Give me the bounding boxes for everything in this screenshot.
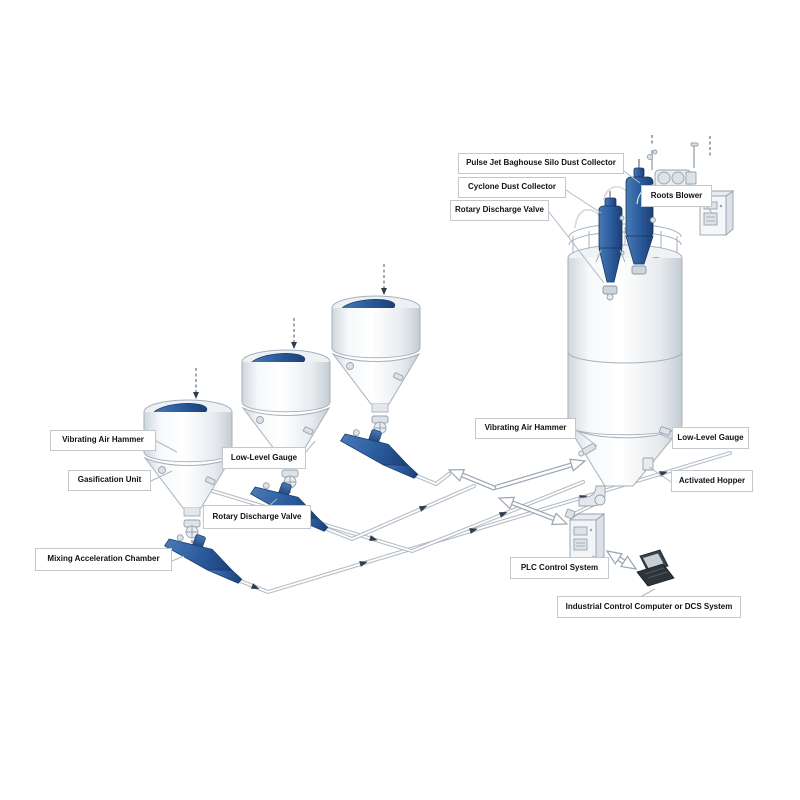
label-low-level-gauge-right: Low-Level Gauge — [672, 427, 749, 449]
label-industrial-control-computer: Industrial Control Computer or DCS Syste… — [557, 596, 741, 618]
label-vibrating-air-hammer-right: Vibrating Air Hammer — [475, 418, 576, 439]
label-pulse-jet-baghouse: Pulse Jet Baghouse Silo Dust Collector — [458, 153, 624, 174]
rotary-discharge-valve-cyclone — [602, 285, 618, 301]
label-cyclone-dust-collector: Cyclone Dust Collector — [458, 177, 566, 198]
feed-hopper-middle — [241, 317, 331, 502]
label-gasification-unit: Gasification Unit — [68, 470, 151, 491]
rotary-discharge-valve-baghouse — [631, 265, 647, 275]
label-low-level-gauge-mid: Low-Level Gauge — [222, 447, 306, 469]
label-leaders — [150, 165, 714, 598]
label-roots-blower: Roots Blower — [641, 185, 712, 207]
label-rotary-discharge-valve-top: Rotary Discharge Valve — [450, 200, 549, 221]
feed-hoppers — [143, 263, 428, 585]
mixing-chamber-front — [160, 524, 252, 585]
label-plc-control-system: PLC Control System — [510, 557, 609, 579]
label-mixing-acceleration-chamber: Mixing Acceleration Chamber — [35, 548, 172, 571]
laptop — [636, 549, 675, 587]
label-vibrating-air-hammer-left: Vibrating Air Hammer — [50, 430, 156, 451]
roots-blower-unit — [636, 135, 711, 205]
label-activated-hopper: Activated Hopper — [671, 470, 753, 492]
cyclone-dust-collector — [574, 191, 626, 301]
control-signal-arrows — [497, 496, 638, 570]
plc-cabinet — [568, 513, 606, 563]
junction-signal-arrows — [447, 458, 587, 491]
storage-silo — [564, 223, 683, 520]
label-rotary-discharge-valve-mid: Rotary Discharge Valve — [203, 505, 311, 529]
feed-hopper-back — [331, 263, 421, 448]
